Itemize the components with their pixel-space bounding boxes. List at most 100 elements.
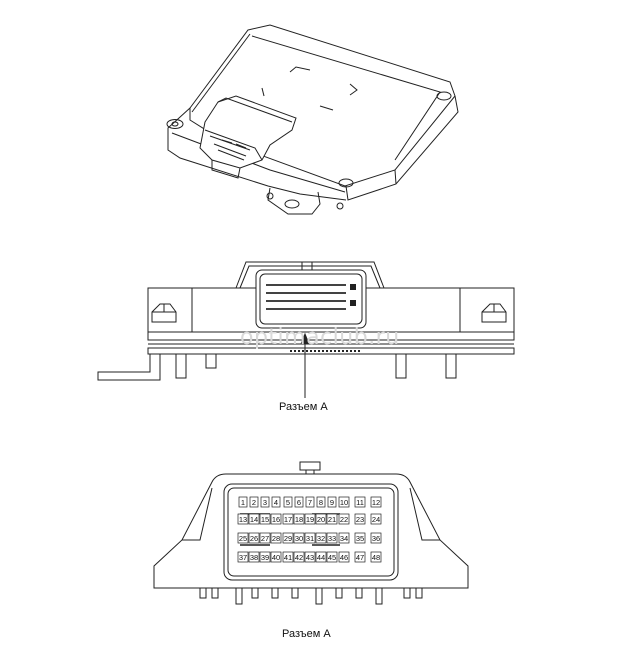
pin-box — [248, 532, 260, 544]
pin-box — [370, 513, 382, 525]
pin-box — [338, 513, 350, 525]
pin-label: 41 — [284, 553, 292, 562]
pin-box — [259, 513, 271, 525]
pin-label: 3 — [263, 498, 267, 507]
pin-label: 30 — [295, 534, 303, 543]
pin-box — [354, 496, 366, 508]
pin-box — [354, 513, 366, 525]
pin-box — [249, 496, 259, 508]
pin-label: 17 — [284, 515, 292, 524]
pin-box — [293, 532, 305, 544]
ecu-module-isometric — [166, 24, 459, 215]
pin-box — [294, 496, 304, 508]
pin-box — [259, 532, 271, 544]
pin-box — [293, 551, 305, 563]
pin-box — [283, 496, 293, 508]
pin-label: 25 — [239, 534, 247, 543]
pin-label: 19 — [306, 515, 314, 524]
pin-box — [370, 532, 382, 544]
pin-label: 27 — [261, 534, 269, 543]
pin-label: 12 — [372, 498, 380, 507]
pin-label: 32 — [317, 534, 325, 543]
pin-label: 15 — [261, 515, 269, 524]
pin-box — [304, 513, 316, 525]
pin-box — [282, 551, 294, 563]
pin-label: 44 — [317, 553, 325, 562]
pin-label: 38 — [250, 553, 258, 562]
pin-label: 7 — [308, 498, 312, 507]
pin-box — [282, 532, 294, 544]
watermark: optimaclub.ru — [240, 325, 400, 350]
pin-label: 14 — [250, 515, 258, 524]
pin-label: 1 — [241, 498, 245, 507]
pin-box — [304, 551, 316, 563]
pin-label: 46 — [340, 553, 348, 562]
pin-label: 36 — [372, 534, 380, 543]
pin-label: 24 — [372, 515, 380, 524]
pin-label: 4 — [274, 498, 278, 507]
pin-label: 35 — [356, 534, 364, 543]
pin-box — [338, 551, 350, 563]
pin-box — [270, 532, 282, 544]
pin-label: 16 — [272, 515, 280, 524]
pin-label: 6 — [297, 498, 301, 507]
pin-box — [326, 551, 338, 563]
pin-box — [326, 513, 338, 525]
pin-box — [259, 551, 271, 563]
pin-box — [315, 532, 327, 544]
pin-box — [315, 513, 327, 525]
pin-label: 13 — [239, 515, 247, 524]
pin-label: 31 — [306, 534, 314, 543]
pin-box — [282, 513, 294, 525]
pin-box — [305, 496, 315, 508]
pin-label: 39 — [261, 553, 269, 562]
pin-label: 18 — [295, 515, 303, 524]
pin-box — [270, 551, 282, 563]
pin-label: 2 — [252, 498, 256, 507]
caption-middle: Разъем A — [279, 401, 328, 413]
pin-box — [338, 532, 350, 544]
pin-box — [338, 496, 350, 508]
pin-label: 43 — [306, 553, 314, 562]
pin-label: 21 — [328, 515, 336, 524]
pin-box — [248, 513, 260, 525]
pin-label: 28 — [272, 534, 280, 543]
caption-bottom: Разъем A — [282, 628, 331, 640]
pin-label: 5 — [286, 498, 290, 507]
pin-box — [316, 496, 326, 508]
pin-label: 26 — [250, 534, 258, 543]
pin-box — [293, 513, 305, 525]
pin-label: 47 — [356, 553, 364, 562]
pin-label: 8 — [319, 498, 323, 507]
pin-box — [237, 551, 249, 563]
pin-label: 20 — [317, 515, 325, 524]
pin-label: 9 — [330, 498, 334, 507]
pin-box — [370, 551, 382, 563]
pin-label: 37 — [239, 553, 247, 562]
pin-box — [237, 513, 249, 525]
pin-box — [326, 532, 338, 544]
pin-box — [354, 532, 366, 544]
pin-box — [304, 532, 316, 544]
pin-label: 33 — [328, 534, 336, 543]
pin-label: 40 — [272, 553, 280, 562]
pin-label: 11 — [356, 498, 364, 507]
pin-box — [248, 551, 260, 563]
pin-box — [237, 532, 249, 544]
pin-label: 45 — [328, 553, 336, 562]
pin-label: 34 — [340, 534, 348, 543]
pin-box — [370, 496, 382, 508]
pin-label: 29 — [284, 534, 292, 543]
pin-label: 10 — [340, 498, 348, 507]
pin-box — [315, 551, 327, 563]
pin-box — [270, 513, 282, 525]
pin-label: 48 — [372, 553, 380, 562]
pin-box — [327, 496, 337, 508]
pin-label: 22 — [340, 515, 348, 524]
pin-box — [238, 496, 248, 508]
ecu-module-side-view — [97, 261, 515, 398]
pin-label: 23 — [356, 515, 364, 524]
pin-box — [260, 496, 270, 508]
